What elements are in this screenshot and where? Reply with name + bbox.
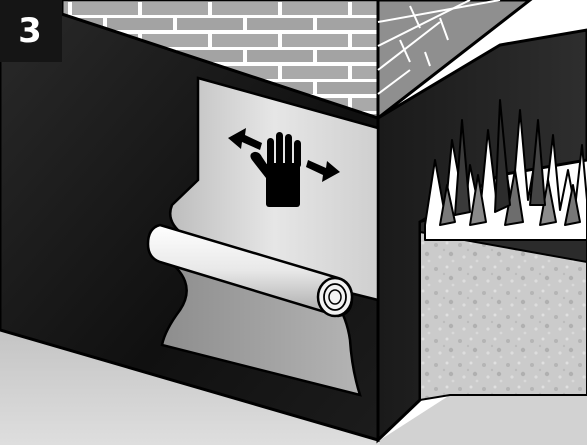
- step-number: 3: [0, 0, 60, 62]
